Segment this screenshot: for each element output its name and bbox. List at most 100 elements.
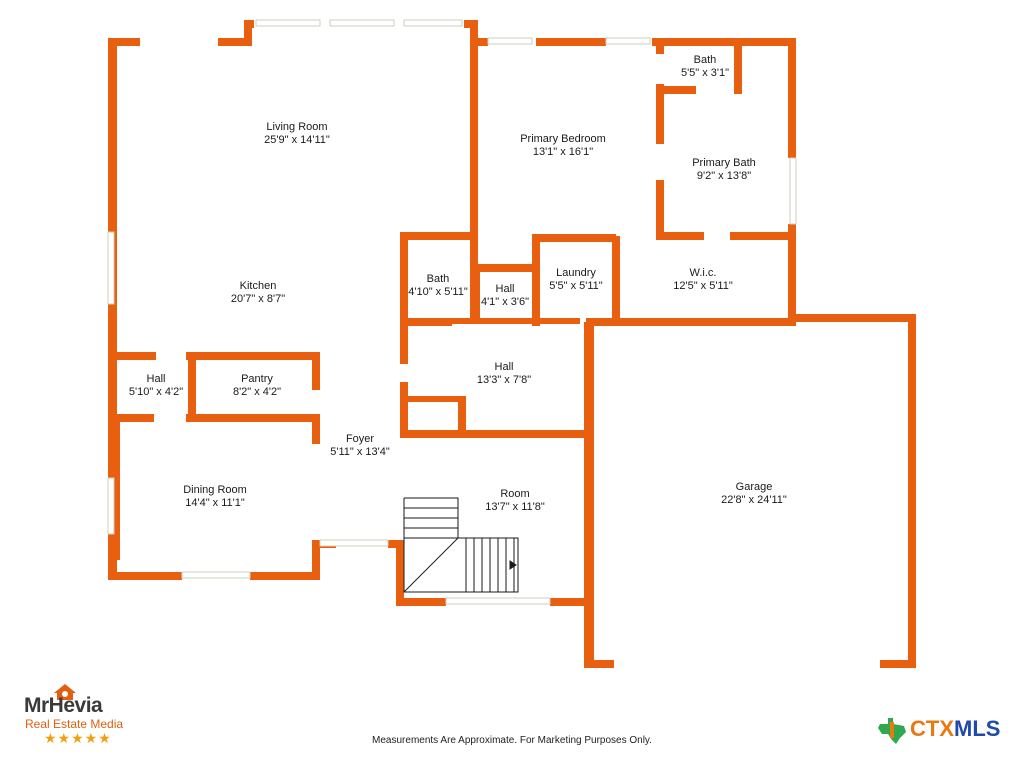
- staircase: [403, 497, 519, 593]
- wall-segment: [880, 660, 916, 668]
- wall-segment: [312, 352, 320, 390]
- room-name-garage: Garage: [736, 481, 773, 493]
- texas-map-icon: [878, 718, 906, 744]
- wall-segment: [532, 234, 616, 242]
- window: [445, 597, 551, 605]
- wall-segment: [400, 396, 464, 402]
- room-dims-primary-bedroom: 13'1" x 16'1": [533, 146, 593, 158]
- wall-segment: [584, 430, 592, 468]
- wall-segment: [108, 572, 182, 580]
- wall-segment: [470, 264, 540, 272]
- room-dims-bath-top: 5'5" x 3'1": [681, 67, 729, 79]
- wall-segment: [108, 38, 117, 578]
- wall-segment: [114, 352, 156, 360]
- room-dims-kitchen: 20'7" x 8'7": [231, 293, 285, 305]
- wall-segment: [396, 540, 404, 604]
- room-name-room: Room: [500, 488, 529, 500]
- wall-segment: [656, 232, 704, 240]
- room-dims-laundry: 5'5" x 5'11": [549, 280, 602, 292]
- wall-segment: [734, 38, 742, 94]
- disclaimer-caption: Measurements Are Approximate. For Market…: [372, 735, 652, 746]
- room-dims-pantry: 8'2" x 4'2": [233, 386, 281, 398]
- window: [487, 37, 533, 45]
- room-name-bath-mid: Bath: [427, 273, 450, 285]
- wall-segment: [584, 322, 594, 668]
- wall-segment: [536, 38, 606, 46]
- room-name-pantry: Pantry: [241, 373, 273, 385]
- room-dims-hall-center: 13'3" x 7'8": [477, 374, 531, 386]
- wall-segment: [250, 572, 318, 580]
- stair-landing-line: [403, 537, 459, 593]
- walls: [108, 20, 916, 668]
- wall-segment: [660, 86, 696, 94]
- window: [319, 539, 389, 547]
- room-dims-garage: 22'8" x 24'11": [721, 494, 787, 506]
- window: [403, 19, 463, 27]
- mrhevia-logo: MrHevia Real Estate Media ★★★★★: [24, 684, 154, 746]
- window: [789, 157, 797, 225]
- room-name-laundry: Laundry: [556, 267, 596, 279]
- wall-segment: [458, 396, 466, 436]
- room-dims-room: 13'7" x 11'8": [485, 501, 545, 513]
- room-name-hall-left: Hall: [147, 373, 166, 385]
- wall-segment: [312, 540, 320, 580]
- windows: [107, 19, 797, 605]
- wall-segment: [908, 314, 916, 668]
- logo-subtitle: Real Estate Media: [25, 717, 124, 731]
- mls-text: MLS: [954, 716, 1001, 741]
- wall-segment: [218, 38, 252, 46]
- wall-segment: [244, 20, 254, 28]
- wall-segment: [114, 414, 154, 422]
- wall-segment: [656, 38, 664, 54]
- wall-segment: [400, 232, 408, 326]
- wall-segment: [108, 38, 140, 46]
- wall-segment: [186, 352, 320, 360]
- room-name-primary-bedroom: Primary Bedroom: [520, 133, 606, 145]
- room-name-kitchen: Kitchen: [240, 280, 277, 292]
- room-name-hall-small: Hall: [496, 283, 515, 295]
- logo-name: MrHevia: [24, 694, 103, 717]
- window: [107, 231, 115, 305]
- window: [605, 37, 651, 45]
- wall-segment: [794, 314, 916, 322]
- wall-segment: [400, 232, 476, 240]
- wall-segment: [476, 38, 488, 46]
- room-name-hall-center: Hall: [495, 361, 514, 373]
- room-dims-bath-mid: 4'10" x 5'11": [408, 286, 468, 298]
- house-icon: [54, 684, 76, 700]
- window: [255, 19, 321, 27]
- wall-segment: [112, 420, 120, 560]
- ctxmls-text: CTXMLS: [910, 716, 1000, 742]
- room-name-foyer: Foyer: [346, 433, 374, 445]
- room-name-living-room: Living Room: [266, 121, 327, 133]
- room-name-bath-top: Bath: [694, 54, 717, 66]
- stair-direction-arrow: [509, 560, 517, 570]
- wall-segment: [586, 318, 796, 326]
- room-dims-hall-small: 4'1" x 3'6": [481, 296, 529, 308]
- wall-segment: [584, 660, 614, 668]
- room-dims-living-room: 25'9" x 14'11": [264, 134, 330, 146]
- room-dims-hall-left: 5'10" x 4'2": [129, 386, 183, 398]
- window: [107, 477, 115, 535]
- room-name-primary-bath: Primary Bath: [692, 157, 756, 169]
- wall-segment: [788, 38, 796, 158]
- wall-segment: [656, 180, 664, 238]
- wall-segment: [388, 540, 402, 548]
- wall-segment: [186, 414, 320, 422]
- wall-segment: [188, 352, 196, 422]
- wall-segment: [400, 318, 408, 364]
- wall-segment: [396, 598, 446, 606]
- window: [181, 571, 251, 579]
- room-name-dining-room: Dining Room: [183, 484, 247, 496]
- ctx-text: CTX: [910, 716, 954, 741]
- room-dims-wic: 12'5" x 5'11": [673, 280, 733, 292]
- wall-segment: [584, 496, 592, 596]
- room-name-wic: W.i.c.: [690, 267, 717, 279]
- wall-segment: [312, 416, 320, 444]
- logo-stars: ★★★★★: [44, 730, 112, 746]
- room-dims-foyer: 5'11" x 13'4": [330, 446, 390, 458]
- ctxmls-logo: CTXMLS: [876, 716, 1006, 748]
- wall-segment: [400, 318, 580, 324]
